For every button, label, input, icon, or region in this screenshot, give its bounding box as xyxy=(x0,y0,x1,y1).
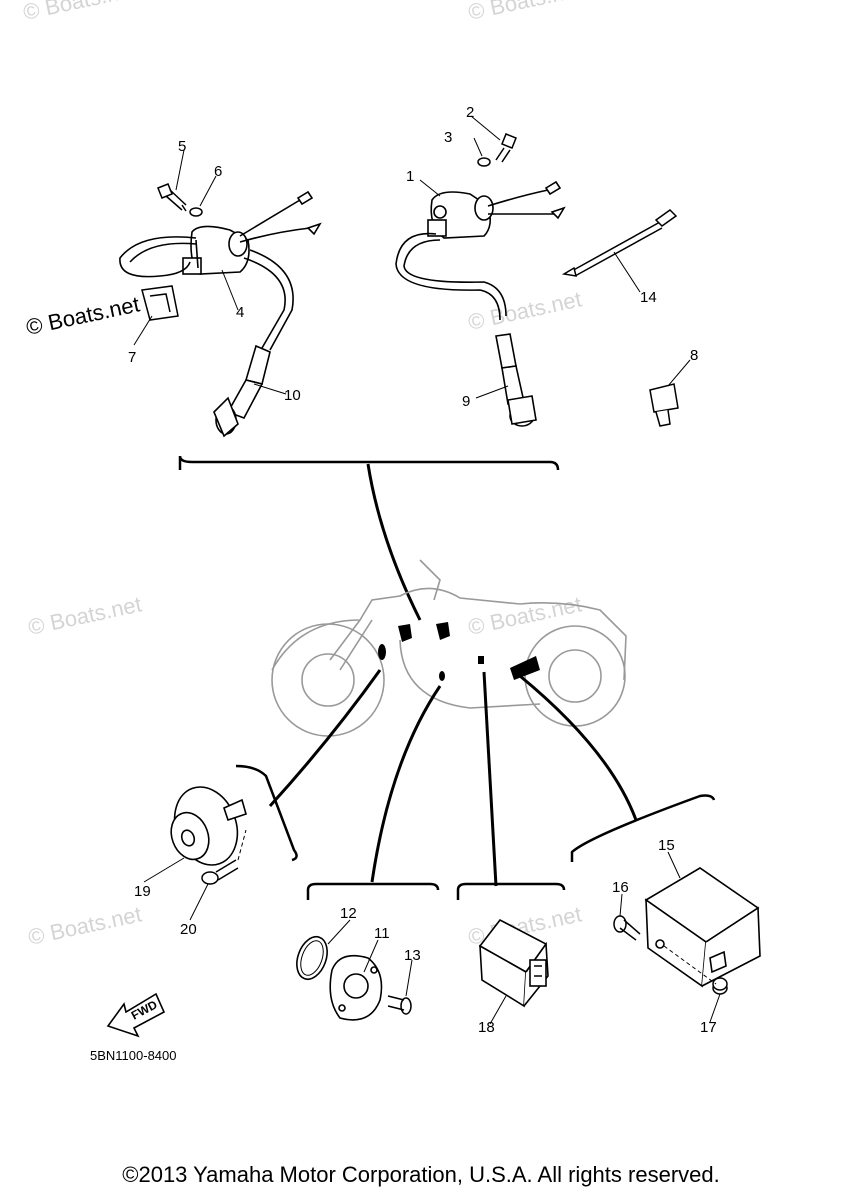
callout-6: 6 xyxy=(214,163,222,180)
bracket-7 xyxy=(141,285,179,321)
callout-20: 20 xyxy=(180,921,197,938)
motorcycle-outline xyxy=(271,559,627,737)
collar-17 xyxy=(712,977,728,995)
callout-4: 4 xyxy=(236,304,244,321)
callout-7: 7 xyxy=(128,349,136,366)
leader-lines-lower xyxy=(268,669,638,887)
watermark-dark: © Boats.net xyxy=(24,291,142,339)
callout-1: 1 xyxy=(406,168,414,185)
screw-13 xyxy=(387,995,412,1015)
callout-13: 13 xyxy=(404,947,421,964)
callout-18: 18 xyxy=(478,1019,495,1036)
callout-2: 2 xyxy=(466,104,474,121)
bolt-5 xyxy=(157,183,187,212)
lower-group-brackets xyxy=(235,764,716,900)
fwd-arrow-icon: FWD xyxy=(106,992,166,1038)
bolt-20 xyxy=(201,859,239,885)
callout-11: 11 xyxy=(374,925,390,942)
spark-plug-cap-9 xyxy=(495,333,537,427)
leader-line-upper xyxy=(366,463,422,621)
leader-dash xyxy=(237,829,247,861)
ignition-coil-4 xyxy=(119,190,322,351)
callout-8: 8 xyxy=(690,347,698,364)
lead-wire-14 xyxy=(561,209,678,277)
component-markers xyxy=(378,622,540,681)
relay-18 xyxy=(478,918,549,1008)
callout-9: 9 xyxy=(462,393,470,410)
sensor-11 xyxy=(329,954,383,1021)
bolt-16 xyxy=(613,915,641,941)
diagram-code: 5BN1100-8400 xyxy=(90,1048,177,1063)
washer-3 xyxy=(477,157,491,167)
callout-14: 14 xyxy=(640,289,657,306)
copyright-notice: ©2013 Yamaha Motor Corporation, U.S.A. A… xyxy=(122,1162,720,1187)
clip-8 xyxy=(649,383,679,427)
washer-6 xyxy=(189,207,203,217)
bolt-2 xyxy=(495,133,517,163)
horn-19 xyxy=(170,786,247,866)
callout-12: 12 xyxy=(340,905,357,922)
watermark: © Boats.net xyxy=(26,901,144,949)
ignition-coil-1 xyxy=(395,180,566,321)
watermark: © Boats.net xyxy=(466,0,584,25)
o-ring-12 xyxy=(296,935,328,981)
callout-16: 16 xyxy=(612,879,629,896)
spark-plug-cap-10 xyxy=(213,344,271,438)
o-ring-12-inner xyxy=(300,940,324,976)
callout-19: 19 xyxy=(134,883,151,900)
callout-leaders xyxy=(133,115,721,1025)
callout-10: 10 xyxy=(284,387,301,404)
leader-dash-15 xyxy=(663,945,717,985)
watermark: © Boats.net xyxy=(26,591,144,639)
callout-5: 5 xyxy=(178,138,186,155)
callout-17: 17 xyxy=(700,1019,717,1036)
callout-15: 15 xyxy=(658,837,675,854)
watermark: © Boats.net xyxy=(466,286,584,334)
watermark: © Boats.net xyxy=(466,591,584,639)
regulator-15 xyxy=(644,867,761,988)
callout-3: 3 xyxy=(444,129,452,146)
upper-group-bracket xyxy=(178,455,560,471)
watermark: © Boats.net xyxy=(21,0,139,25)
